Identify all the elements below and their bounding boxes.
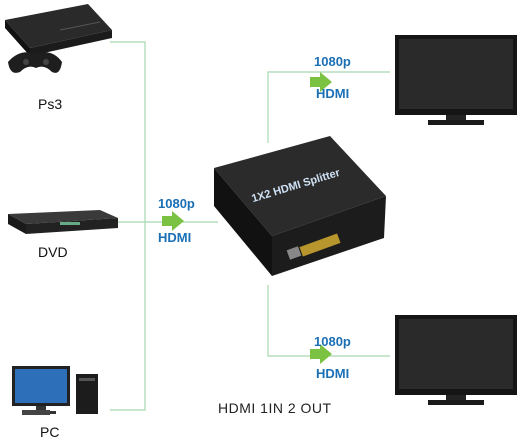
output-top-resolution: 1080p xyxy=(314,54,351,69)
arrow-output-top-icon xyxy=(310,72,332,92)
hdmi-splitter-device xyxy=(214,136,386,276)
tv-top-icon xyxy=(395,35,517,125)
ps3-console-icon xyxy=(5,4,112,56)
input-interface: HDMI xyxy=(158,230,192,245)
connector-lines xyxy=(110,41,390,411)
tv-bottom-icon xyxy=(395,315,517,405)
pc-label: PC xyxy=(40,424,60,440)
diagram-caption: HDMI 1IN 2 OUT xyxy=(218,400,332,416)
dvd-label: DVD xyxy=(38,244,68,260)
ps3-controller-icon xyxy=(8,52,62,73)
arrow-output-bottom-icon xyxy=(310,344,332,364)
input-resolution: 1080p xyxy=(158,196,195,211)
output-bottom-resolution: 1080p xyxy=(314,334,351,349)
output-bottom-interface: HDMI xyxy=(316,366,350,381)
arrow-icons xyxy=(162,72,332,364)
dvd-player-icon xyxy=(8,210,118,234)
arrow-input-icon xyxy=(162,211,184,231)
pc-icon xyxy=(12,366,98,415)
ps3-label: Ps3 xyxy=(38,96,63,112)
output-top-interface: HDMI xyxy=(316,86,350,101)
